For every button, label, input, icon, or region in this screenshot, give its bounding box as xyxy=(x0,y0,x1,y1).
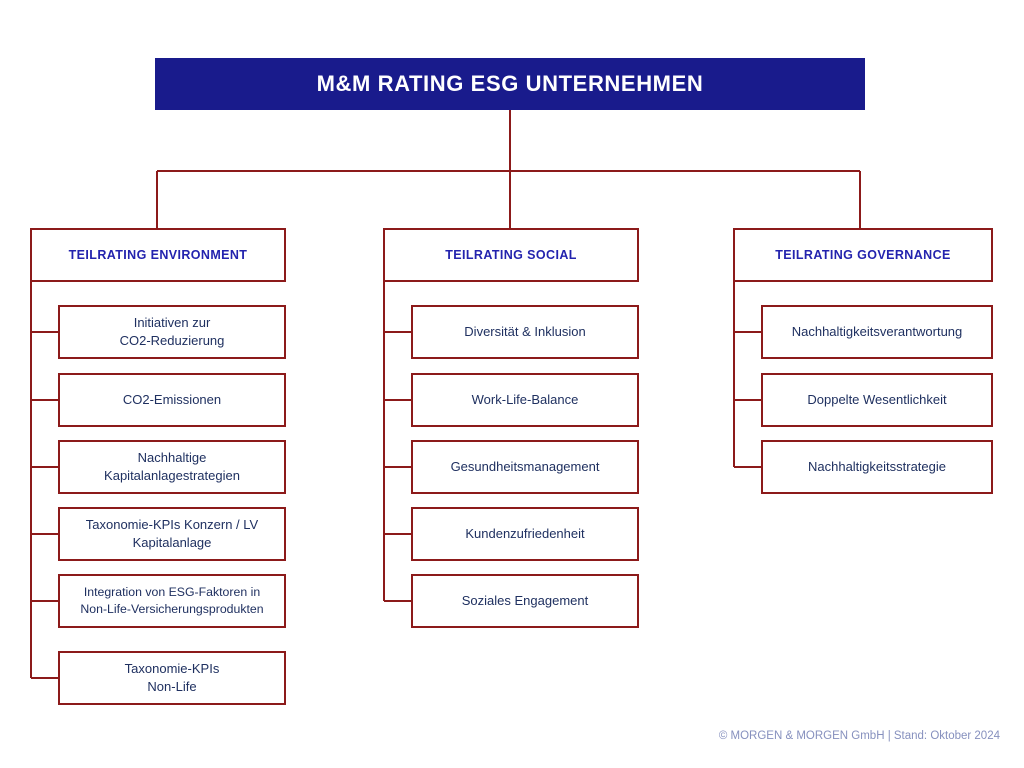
leaf-environment-1-label: Initiativen zur CO2-Reduzierung xyxy=(119,315,225,348)
leaf-environment-2[interactable]: CO2-Emissionen xyxy=(58,373,286,427)
footer: © MORGEN & MORGEN GmbH | Stand: Oktober … xyxy=(719,726,1000,744)
leaf-environment-6-label: Taxonomie-KPIs Non-Life xyxy=(124,661,220,694)
leaf-social-2-label: Work-Life-Balance xyxy=(471,392,579,408)
category-header-environment-label: TEILRATING ENVIRONMENT xyxy=(68,248,248,262)
leaf-governance-2[interactable]: Doppelte Wesentlichkeit xyxy=(761,373,993,427)
leaf-governance-2-label: Doppelte Wesentlichkeit xyxy=(807,392,947,408)
leaf-environment-4[interactable]: Taxonomie-KPIs Konzern / LV Kapitalanlag… xyxy=(58,507,286,561)
leaf-governance-3[interactable]: Nachhaltigkeitsstrategie xyxy=(761,440,993,494)
leaf-environment-3[interactable]: Nachhaltige Kapitalanlagestrategien xyxy=(58,440,286,494)
leaf-governance-1[interactable]: Nachhaltigkeitsverantwortung xyxy=(761,305,993,359)
category-header-social-label: TEILRATING SOCIAL xyxy=(445,248,577,262)
category-header-governance[interactable]: TEILRATING GOVERNANCE xyxy=(733,228,993,282)
leaf-social-5-label: Soziales Engagement xyxy=(461,593,589,609)
leaf-social-5[interactable]: Soziales Engagement xyxy=(411,574,639,628)
category-header-social[interactable]: TEILRATING SOCIAL xyxy=(383,228,639,282)
leaf-environment-1[interactable]: Initiativen zur CO2-Reduzierung xyxy=(58,305,286,359)
category-header-governance-label: TEILRATING GOVERNANCE xyxy=(775,248,951,262)
leaf-social-4-label: Kundenzufriedenheit xyxy=(465,526,585,542)
root-title-label: M&M RATING ESG UNTERNEHMEN xyxy=(316,71,704,96)
leaf-social-4[interactable]: Kundenzufriedenheit xyxy=(411,507,639,561)
leaf-environment-4-label: Taxonomie-KPIs Konzern / LV Kapitalanlag… xyxy=(85,517,259,550)
leaf-environment-3-label: Nachhaltige Kapitalanlagestrategien xyxy=(104,450,240,483)
leaf-social-2[interactable]: Work-Life-Balance xyxy=(411,373,639,427)
category-header-environment[interactable]: TEILRATING ENVIRONMENT xyxy=(30,228,286,282)
leaf-environment-5-label: Integration von ESG-Faktoren in Non-Life… xyxy=(80,585,264,616)
footer-copyright-text: © MORGEN & MORGEN GmbH | Stand: Oktober … xyxy=(718,730,1000,742)
leaf-environment-6[interactable]: Taxonomie-KPIs Non-Life xyxy=(58,651,286,705)
leaf-social-3[interactable]: Gesundheitsmanagement xyxy=(411,440,639,494)
leaf-governance-3-label: Nachhaltigkeitsstrategie xyxy=(807,459,947,475)
leaf-social-3-label: Gesundheitsmanagement xyxy=(450,459,600,475)
root-title-box: M&M RATING ESG UNTERNEHMEN xyxy=(155,58,865,110)
leaf-environment-2-label: CO2-Emissionen xyxy=(122,392,222,408)
leaf-social-1-label: Diversität & Inklusion xyxy=(464,324,586,340)
leaf-environment-5[interactable]: Integration von ESG-Faktoren in Non-Life… xyxy=(58,574,286,628)
leaf-governance-1-label: Nachhaltigkeitsverantwortung xyxy=(791,324,963,340)
leaf-social-1[interactable]: Diversität & Inklusion xyxy=(411,305,639,359)
